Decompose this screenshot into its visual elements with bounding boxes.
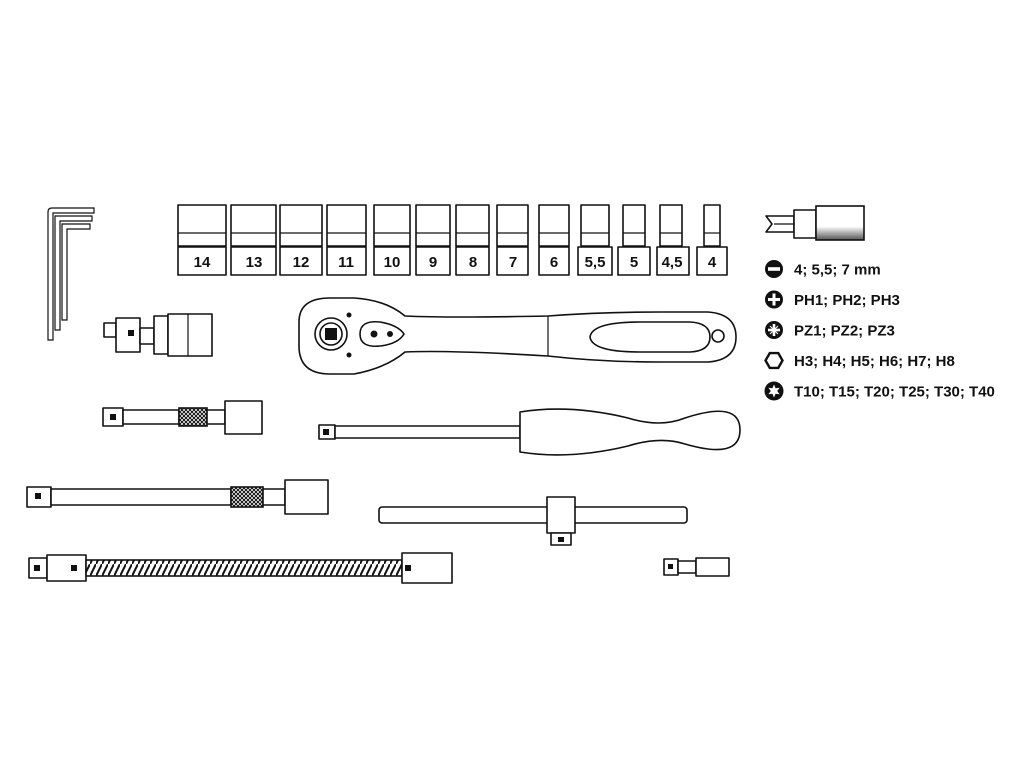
hex-icon <box>764 351 784 370</box>
universal-joint <box>103 313 213 357</box>
socket-size-label: 13 <box>246 254 263 271</box>
long-extension <box>26 479 329 515</box>
ratchet-handle <box>298 297 737 375</box>
socket-size-label: 4 <box>708 254 717 271</box>
socket-9: 9 <box>415 204 451 276</box>
torx-icon <box>764 381 784 401</box>
socket-5-5: 5,5 <box>577 204 613 276</box>
legend-text: PH1; PH2; PH3 <box>794 292 900 309</box>
phillips-icon <box>765 290 783 309</box>
socket-8: 8 <box>455 204 490 276</box>
socket-size-label: 5,5 <box>585 254 606 271</box>
socket-size-label: 14 <box>194 254 211 271</box>
legend-item: 4; 5,5; 7 mm <box>765 260 881 279</box>
bit-adapter <box>663 557 730 577</box>
screwdriver-handle <box>318 408 741 456</box>
socket-row: 14 13 12 11 10 9 8 7 6 5,5 5 4,5 4 <box>177 204 728 276</box>
legend-text: H3; H4; H5; H6; H7; H8 <box>794 353 955 370</box>
legend-text: 4; 5,5; 7 mm <box>794 262 881 279</box>
legend-item: T10; T15; T20; T25; T30; T40 <box>764 381 995 401</box>
socket-6: 6 <box>538 204 570 276</box>
socket-size-label: 6 <box>550 254 558 271</box>
socket-4-5: 4,5 <box>656 204 690 276</box>
socket-size-label: 4,5 <box>662 254 683 271</box>
short-extension <box>102 400 263 435</box>
socket-13: 13 <box>230 204 277 276</box>
legend-text: T10; T15; T20; T25; T30; T40 <box>794 384 995 401</box>
socket-size-label: 12 <box>293 254 310 271</box>
slotted-icon <box>765 260 783 278</box>
socket-4: 4 <box>696 204 728 276</box>
sliding-t-bar <box>378 496 688 546</box>
socket-size-label: 5 <box>630 254 638 271</box>
socket-size-label: 9 <box>429 254 437 271</box>
socket-5: 5 <box>617 204 651 276</box>
socket-size-label: 10 <box>384 254 401 271</box>
bit-holder <box>765 205 865 241</box>
legend-item: PH1; PH2; PH3 <box>765 290 900 309</box>
socket-14: 14 <box>177 204 227 276</box>
socket-11: 11 <box>326 204 367 276</box>
pozidriv-icon <box>765 321 783 339</box>
socket-size-label: 8 <box>469 254 477 271</box>
flexible-extension <box>28 552 453 584</box>
legend-text: PZ1; PZ2; PZ3 <box>794 323 895 340</box>
socket-size-label: 11 <box>338 254 354 271</box>
socket-7: 7 <box>496 204 529 276</box>
legend-item: H3; H4; H5; H6; H7; H8 <box>764 351 955 370</box>
hex-key-set <box>47 207 95 341</box>
socket-12: 12 <box>279 204 323 276</box>
socket-10: 10 <box>373 204 411 276</box>
socket-size-label: 7 <box>509 254 517 271</box>
legend-item: PZ1; PZ2; PZ3 <box>765 321 895 340</box>
